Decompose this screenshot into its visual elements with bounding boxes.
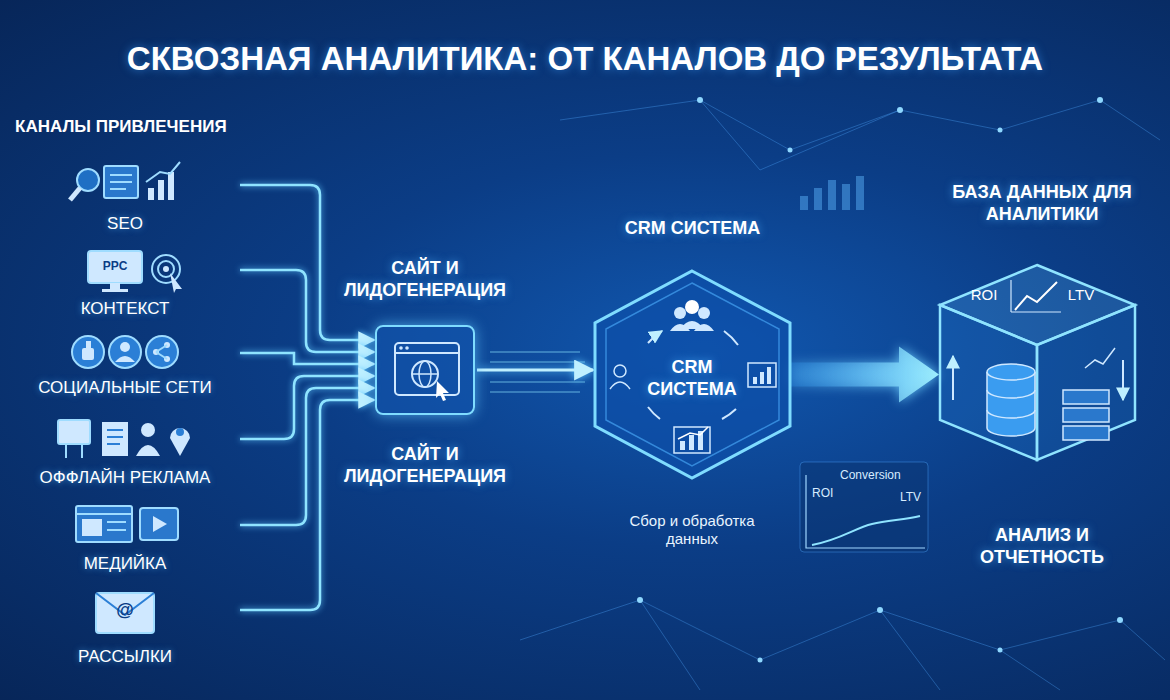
node-text: МЕДИЙКА — [10, 554, 240, 574]
node-text: SEO — [10, 214, 240, 234]
node-text: САЙТ И ЛИДОГЕНЕРАЦИЯ — [330, 444, 520, 487]
db-outline — [935, 260, 1140, 465]
node-text: CRM СИСТЕМА — [585, 218, 800, 240]
node-text: @ — [96, 600, 154, 622]
channel-icon — [10, 160, 240, 210]
node-text: КОНТЕКСТ — [10, 299, 240, 319]
chart-label: LTV — [900, 490, 921, 504]
channel-connector — [240, 400, 374, 610]
chart-label: ROI — [812, 486, 833, 500]
channel-node: @ РАССЫЛКИ — [10, 585, 240, 677]
channel-node: МЕДИЙКА — [10, 500, 240, 580]
node-text: ОФФЛАЙН РЕКЛАМА — [10, 468, 240, 488]
crm-hexagon: CRM СИСТЕМА CRM СИСТЕМА Сбор и обработка д… — [575, 212, 810, 557]
channel-icon — [10, 500, 240, 550]
channel-node: ОФФЛАЙН РЕКЛАМА — [10, 414, 240, 494]
channel-icon — [10, 328, 240, 378]
channel-node: SEO — [10, 160, 240, 240]
section-heading: КАНАЛЫ ПРИВЛЕЧЕНИЯ — [15, 117, 227, 137]
site-outline — [375, 325, 475, 415]
node-text: ROI — [961, 286, 1007, 304]
flow-arrow — [789, 347, 939, 403]
node-text: CRM СИСТЕМА — [642, 357, 742, 400]
diagram-title: СКВОЗНАЯ АНАЛИТИКА: ОТ КАНАЛОВ ДО РЕЗУЛЬ… — [0, 40, 1170, 78]
node-text: САЙТ И ЛИДОГЕНЕРАЦИЯ — [330, 258, 520, 301]
channel-node: СОЦИАЛЬНЫЕ СЕТИ — [10, 328, 240, 408]
site-node: САЙТ И ЛИДОГЕНЕРАЦИЯ САЙТ И ЛИДОГЕНЕРАЦИЯ — [320, 258, 530, 498]
node-text: Сбор и обработка данных — [612, 512, 772, 548]
node-text: АНАЛИЗ И ОТЧЕТНОСТЬ — [957, 525, 1127, 568]
channel-node: PPC КОНТЕКСТ — [10, 245, 240, 325]
channel-connector — [240, 353, 374, 364]
channel-icon — [10, 414, 240, 464]
database-cube: БАЗА ДАННЫХ ДЛЯ АНАЛИТИКИ ROI LTV АНАЛИЗ И … — [925, 180, 1160, 580]
chart-label: Conversion — [840, 468, 901, 482]
node-text: PPC — [88, 259, 142, 273]
node-text: БАЗА ДАННЫХ ДЛЯ АНАЛИТИКИ — [952, 182, 1132, 225]
node-text: СОЦИАЛЬНЫЕ СЕТИ — [10, 378, 240, 398]
channel-connector — [240, 388, 374, 525]
flow-connector — [477, 369, 593, 372]
node-text: РАССЫЛКИ — [10, 647, 240, 667]
node-text: LTV — [1058, 286, 1104, 304]
